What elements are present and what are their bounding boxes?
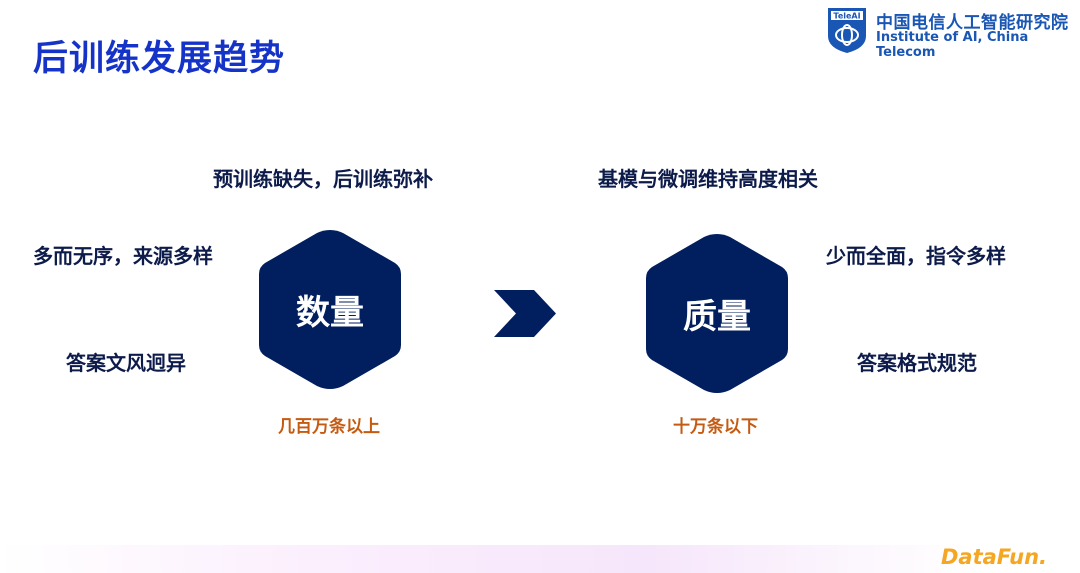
svg-text:TeleAI: TeleAI (833, 12, 860, 21)
left-top-label: 预训练缺失，后训练弥补 (213, 167, 433, 191)
chevron-right-icon (494, 290, 557, 341)
footer-band (0, 545, 1080, 573)
quantity-scale: 几百万条以上 (278, 417, 380, 437)
quantity-label: 数量 (296, 293, 364, 333)
right-side-label-2: 答案格式规范 (857, 351, 977, 375)
left-side-label-2: 答案文风迥异 (66, 351, 186, 375)
page-title: 后训练发展趋势 (33, 39, 286, 79)
quality-scale: 十万条以下 (673, 417, 758, 437)
datafun-logo: DataFun. (941, 545, 1048, 569)
right-side-label-1: 少而全面，指令多样 (826, 244, 1006, 268)
quality-label: 质量 (683, 297, 751, 337)
left-side-label-1: 多而无序，来源多样 (33, 244, 213, 268)
institute-name-en: Institute of AI, China Telecom (876, 30, 1029, 60)
quantity-hexagon: 数量 (257, 228, 403, 391)
quality-hexagon: 质量 (644, 232, 790, 395)
teleai-logo-icon: TeleAI (826, 6, 868, 58)
institute-name-cn: 中国电信人工智能研究院 (876, 13, 1069, 33)
right-top-label: 基模与微调维持高度相关 (598, 167, 818, 191)
